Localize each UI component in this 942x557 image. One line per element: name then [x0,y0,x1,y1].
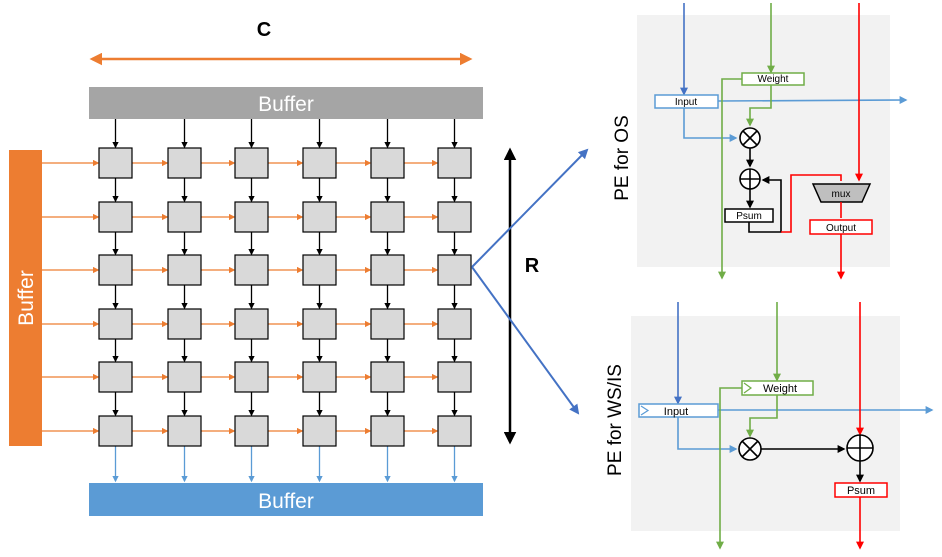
pe-os-output-label: Output [826,223,856,234]
pe-cell [167,308,202,340]
r-dimension-label: R [525,255,540,277]
pe-cell [98,147,133,179]
pe-cell [370,147,405,179]
pe-grid [42,119,472,483]
pe-ws-input-register-icon [640,405,650,416]
pe-cell [98,361,133,393]
pe-os-mux [811,183,872,203]
pe-cell [437,147,472,179]
pe-cell [234,361,269,393]
pe-cell [370,201,405,233]
pe-os-input-label: Input [675,97,697,108]
pe-os-title: PE for OS [612,115,633,201]
pe-cell [302,254,337,286]
pe-os-weight-to-mult-wire [746,85,772,127]
pe-cell [98,201,133,233]
pe-ws-input-label: Input [664,406,688,418]
pe-cell [167,254,202,286]
pe-os-adder-icon [739,168,761,190]
pe-cell [234,308,269,340]
pe-os-input-to-mult-wire [683,108,738,142]
pe-cell [167,361,202,393]
pe-os-psum-to-mux-wire [781,174,842,233]
pe-cell [437,254,472,286]
pe-ws-psum-label: Psum [847,485,875,497]
pe-cell [234,254,269,286]
pe-ws-weight-register-icon [743,382,753,394]
pe-ws-multiplier-icon [738,437,762,461]
pe-ws-title: PE for WS/IS [605,364,626,476]
pe-cell [98,308,133,340]
pe-cell [370,254,405,286]
pe-cell [167,201,202,233]
bottom-buffer-label: Buffer [258,490,314,513]
pe-os-input-box [654,94,719,109]
pe-cell [437,201,472,233]
pe-cell [167,147,202,179]
pe-os-input-out-wire [717,96,908,105]
pe-cell [437,308,472,340]
pe-cell [370,308,405,340]
pe-cell [234,147,269,179]
pe-cell [370,415,405,447]
pe-cell [234,415,269,447]
pe-cell [302,308,337,340]
pe-cell [302,201,337,233]
pe-cell [370,361,405,393]
top-buffer [89,87,483,119]
pe-os-psum-label: Psum [736,211,762,222]
pe-cell [302,147,337,179]
pe-ws-psum-box [834,482,888,498]
pe-ws-input-to-mult-wire [677,417,738,453]
pe-cell [302,361,337,393]
left-buffer [9,150,42,446]
pe-cell [302,415,337,447]
zoom-arrow-to-os [471,148,589,268]
pe-ws-input-box [638,403,719,418]
pe-cell [98,415,133,447]
top-buffer-label: Buffer [258,93,314,116]
bottom-buffer [89,483,483,516]
pe-ws-weight-to-mult-wire [746,395,778,438]
pe-os-weight-out-wire [718,78,742,280]
pe-cell [234,201,269,233]
pe-ws-panel: PE for WS/IS Input Weight Psum [605,302,934,550]
pe-ws-weight-out-wire [716,387,742,550]
pe-os-multiplier-icon [739,127,761,149]
pe-os-panel: PE for OS Input Weight Psum [612,3,908,280]
pe-ws-weight-label: Weight [763,383,797,395]
pe-cell [437,361,472,393]
left-buffer-label: Buffer [15,270,38,326]
pe-cell [98,254,133,286]
pe-cell [167,415,202,447]
pe-ws-weight-box [741,380,814,396]
pe-os-weight-box [741,72,805,86]
zoom-arrow-to-ws [471,266,580,415]
pe-cell [437,415,472,447]
pe-os-mux-label: mux [832,189,851,200]
pe-ws-adder-icon [846,434,874,462]
pe-os-weight-label: Weight [758,74,789,85]
c-dimension-label: C [257,19,271,41]
